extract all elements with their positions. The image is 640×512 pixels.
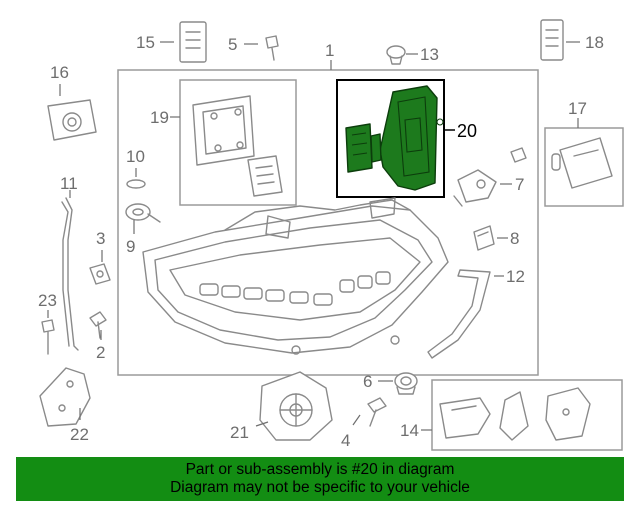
callout-17: 17 [568, 99, 587, 118]
callout-16: 16 [50, 63, 69, 82]
callout-20: 20 [457, 121, 477, 141]
connector-block [247, 155, 283, 197]
part-8-cap [473, 225, 495, 251]
callout-3: 3 [96, 229, 105, 248]
part-3-clip [89, 263, 111, 285]
part-5-bolt [265, 35, 279, 61]
headlamp-assembly [142, 197, 449, 355]
callout-18: 18 [585, 33, 604, 52]
callout-5: 5 [228, 35, 237, 54]
part-10-o-ring [126, 179, 146, 189]
callout-10: 10 [126, 147, 145, 166]
part-16-ballast [47, 99, 97, 141]
part-7-actuator [453, 147, 527, 207]
bracket-middle [499, 391, 529, 441]
part-13-plug [386, 45, 406, 65]
banner-line-1: Part or sub-assembly is #20 in diagram [185, 461, 455, 478]
part-18-module [540, 19, 564, 61]
part-11-hose [65, 197, 79, 351]
part-9-adjuster [125, 203, 161, 223]
part-4-screw [367, 397, 387, 427]
part-15-module [179, 21, 207, 63]
callout-15: 15 [136, 33, 155, 52]
callout-1: 1 [325, 41, 334, 60]
part-23-bolt [41, 319, 55, 355]
assembly-frame [117, 69, 539, 376]
part-2-screw [89, 311, 107, 339]
callout-12: 12 [506, 267, 525, 286]
part-17-module [551, 137, 613, 189]
subassembly-box-20 [336, 79, 445, 198]
callout-8: 8 [510, 229, 519, 248]
callout-2: 2 [96, 343, 105, 362]
callout-19: 19 [150, 108, 169, 127]
callout-21: 21 [230, 423, 249, 442]
control-module-plate [192, 95, 255, 166]
part-6-grommet [394, 372, 418, 395]
subassembly-box-19 [179, 79, 297, 206]
part-12-seal [427, 269, 491, 359]
callout-7: 7 [515, 175, 524, 194]
subassembly-box-14 [431, 379, 623, 451]
callout-14: 14 [400, 421, 419, 440]
bracket-right [545, 387, 591, 441]
part-21-fan [259, 371, 333, 441]
callout-13: 13 [420, 45, 439, 64]
callout-4: 4 [341, 431, 350, 450]
subassembly-box-17 [544, 127, 624, 207]
callout-11: 11 [60, 174, 78, 193]
info-banner: Part or sub-assembly is #20 in diagram D… [16, 457, 624, 501]
callout-22: 22 [70, 425, 89, 444]
callout-9: 9 [126, 237, 135, 256]
callout-23: 23 [38, 291, 57, 310]
banner-line-2: Diagram may not be specific to your vehi… [170, 479, 470, 496]
highlighted-part-20 [345, 85, 444, 191]
callout-6: 6 [363, 372, 372, 391]
bracket-left [439, 397, 491, 439]
part-22-bracket [39, 367, 91, 427]
